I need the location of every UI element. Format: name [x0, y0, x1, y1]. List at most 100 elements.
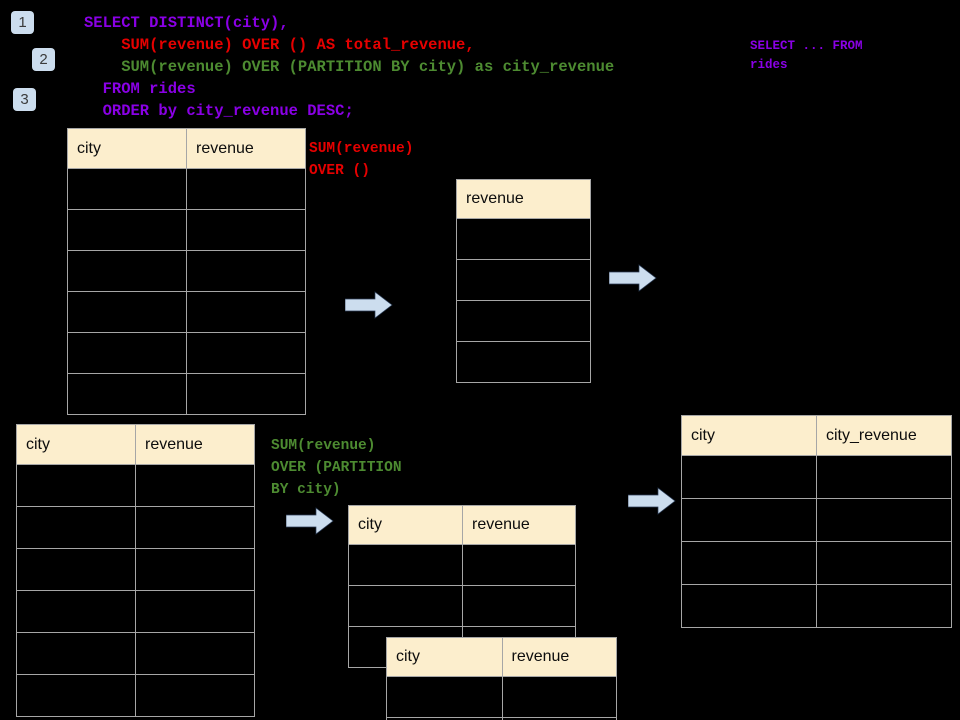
table-cell — [456, 218, 591, 260]
table-cell — [501, 717, 617, 720]
table-cell — [135, 548, 255, 591]
table-row — [16, 464, 255, 507]
table-cell — [67, 291, 187, 333]
table-row — [16, 674, 255, 717]
table-cell — [67, 168, 187, 210]
column-header-city: city — [67, 128, 187, 169]
table-cell — [816, 584, 952, 628]
table-row — [348, 544, 576, 586]
table-row — [386, 676, 617, 718]
table-cell — [681, 498, 817, 542]
table-header-row: city revenue — [348, 505, 576, 545]
table-row — [67, 373, 306, 415]
table-row — [456, 341, 591, 383]
column-header-revenue: revenue — [501, 637, 617, 677]
table-cell — [67, 209, 187, 251]
table-row — [67, 250, 306, 292]
table-cell — [186, 332, 306, 374]
table-body — [681, 455, 952, 628]
table-header-row: city revenue — [386, 637, 617, 677]
table-cell — [456, 259, 591, 301]
table-header-row: city revenue — [67, 128, 306, 169]
table-cell — [348, 544, 463, 586]
table-body — [16, 464, 255, 717]
table-row — [456, 218, 591, 260]
table-row — [681, 541, 952, 585]
sql-line-order-by: ORDER by city_revenue DESC; — [84, 102, 354, 120]
table-row — [67, 209, 306, 251]
table-cell — [456, 300, 591, 342]
table-body — [386, 676, 617, 720]
result-city-revenue-table: city city_revenue — [681, 415, 952, 628]
annotation-sum-over-empty: SUM(revenue) OVER () — [309, 141, 414, 179]
table-row — [67, 168, 306, 210]
table-cell — [16, 464, 136, 507]
arrow-partition-to-result — [627, 487, 676, 520]
table-cell — [16, 548, 136, 591]
table-cell — [186, 168, 306, 210]
table-row — [681, 498, 952, 542]
arrow-source-to-partition — [285, 507, 334, 540]
sql-line-from-rides: FROM rides — [84, 80, 196, 98]
sql-line-sum-over-empty: SUM(revenue) OVER () AS total_revenue, — [84, 36, 475, 54]
table-cell — [67, 373, 187, 415]
table-cell — [186, 291, 306, 333]
partition-group-table-front: city revenue — [386, 637, 617, 720]
table-row — [67, 291, 306, 333]
column-header-city: city — [16, 424, 136, 465]
column-header-revenue: revenue — [135, 424, 255, 465]
table-cell — [816, 541, 952, 585]
arrow-total-to-result — [608, 264, 657, 297]
table-cell — [681, 541, 817, 585]
sql-line-select-distinct: SELECT DISTINCT(city), — [84, 14, 289, 32]
arrow-source-to-total — [344, 291, 393, 324]
table-row — [456, 300, 591, 342]
table-cell — [386, 717, 503, 720]
table-cell — [462, 544, 576, 586]
table-cell — [135, 464, 255, 507]
column-header-city: city — [348, 505, 463, 545]
table-cell — [135, 632, 255, 675]
step-badge-3: 3 — [13, 88, 36, 111]
table-body — [456, 218, 591, 383]
table-cell — [135, 590, 255, 633]
rides-source-table-top: city revenue — [67, 128, 306, 415]
column-header-city: city — [386, 637, 503, 677]
table-row — [16, 590, 255, 633]
table-cell — [186, 373, 306, 415]
column-header-city: city — [681, 415, 817, 456]
table-row — [16, 548, 255, 591]
table-cell — [186, 250, 306, 292]
table-cell — [816, 498, 952, 542]
table-cell — [816, 455, 952, 499]
table-cell — [135, 506, 255, 549]
table-row — [681, 455, 952, 499]
table-cell — [135, 674, 255, 717]
table-cell — [386, 676, 503, 718]
table-cell — [16, 506, 136, 549]
table-cell — [681, 584, 817, 628]
annotation-sum-over-partition: SUM(revenue) OVER (PARTITION BY city) — [271, 438, 402, 498]
table-row — [456, 259, 591, 301]
rides-source-table-bottom: city revenue — [16, 424, 255, 717]
column-header-city-revenue: city_revenue — [816, 415, 952, 456]
column-header-revenue: revenue — [462, 505, 576, 545]
table-cell — [681, 455, 817, 499]
table-row — [67, 332, 306, 374]
table-header-row: city revenue — [16, 424, 255, 465]
table-body — [67, 168, 306, 415]
column-header-revenue: revenue — [456, 179, 591, 219]
table-cell — [186, 209, 306, 251]
table-row — [16, 506, 255, 549]
sql-line-sum-over-partition: SUM(revenue) OVER (PARTITION BY city) as… — [84, 58, 615, 76]
step-badge-2: 2 — [32, 48, 55, 71]
table-cell — [348, 585, 463, 627]
table-row — [386, 717, 617, 720]
table-cell — [462, 585, 576, 627]
table-cell — [16, 590, 136, 633]
table-header-row: revenue — [456, 179, 591, 219]
table-cell — [501, 676, 617, 718]
total-revenue-table: revenue — [456, 179, 591, 383]
column-header-revenue: revenue — [186, 128, 306, 169]
